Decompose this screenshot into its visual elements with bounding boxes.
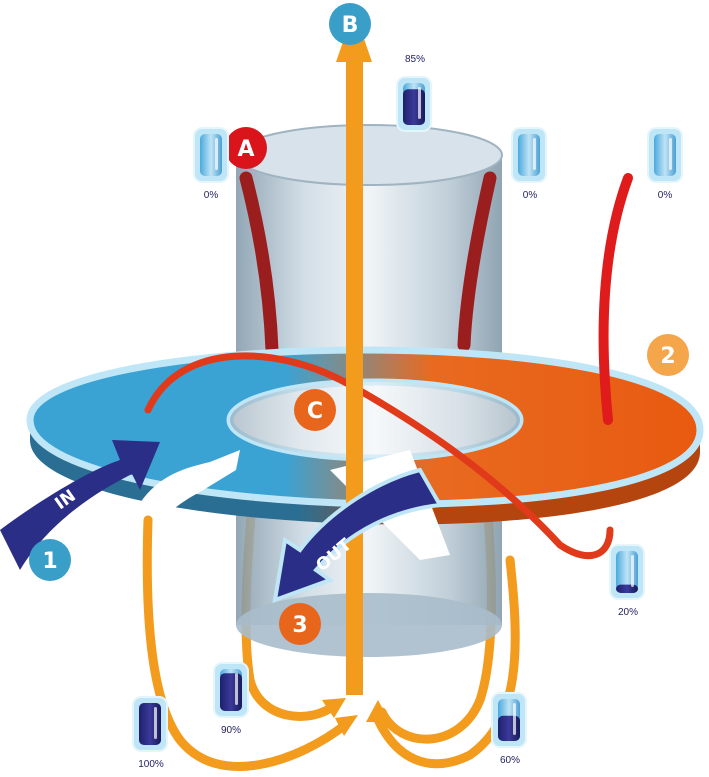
badge-b: B <box>329 3 371 45</box>
gauge-level <box>403 89 425 125</box>
gauge-label: 0% <box>523 190 538 201</box>
gauge-body <box>654 134 676 176</box>
gauge-label: 20% <box>618 607 638 618</box>
badge-3: 3 <box>279 603 321 645</box>
gauge-shine <box>631 555 634 587</box>
gauge-body <box>518 134 540 176</box>
svg-text:2: 2 <box>660 344 675 369</box>
gauge-level <box>498 715 520 741</box>
level-gauge: 0% <box>511 127 547 201</box>
gauge-shine <box>513 703 516 735</box>
gauge-label: 0% <box>204 190 219 201</box>
svg-text:C: C <box>307 399 323 424</box>
gauge-shine <box>154 707 157 739</box>
front-flow-lines <box>142 515 520 771</box>
svg-text:1: 1 <box>42 549 57 574</box>
level-gauge: 60% <box>491 692 527 766</box>
level-gauges: 85% 0% 0% 0% 20% 60% 90% 100% <box>132 54 683 770</box>
crossing-flow <box>144 352 614 560</box>
gauge-label: 100% <box>138 759 164 770</box>
gauge-shine <box>533 138 536 170</box>
gauge-label: 0% <box>658 190 673 201</box>
svg-text:B: B <box>342 13 359 38</box>
svg-text:A: A <box>237 137 254 162</box>
badge-1: 1 <box>29 539 71 581</box>
gauge-label: 60% <box>500 755 520 766</box>
gauge-shine <box>215 138 218 170</box>
gauge-body <box>200 134 222 176</box>
level-gauge: 20% <box>609 544 645 618</box>
gauge-shine <box>418 87 421 119</box>
level-gauge: 100% <box>132 696 168 770</box>
gauge-shine <box>235 673 238 705</box>
gauge-level <box>139 703 161 745</box>
level-gauge: 0% <box>647 127 683 201</box>
gauge-label: 90% <box>221 725 241 736</box>
svg-text:3: 3 <box>292 613 307 638</box>
level-gauge: 0% <box>193 127 229 201</box>
hot-inlet-flow <box>598 173 633 425</box>
badge-c: C <box>294 389 336 431</box>
badge-2: 2 <box>647 334 689 376</box>
level-gauge: 85% <box>396 54 432 132</box>
gauge-level <box>220 673 242 711</box>
gauge-shine <box>669 138 672 170</box>
heat-ring <box>26 346 704 560</box>
badge-a: A <box>225 127 267 169</box>
gauge-label: 85% <box>405 54 425 65</box>
gauge-level <box>616 584 638 593</box>
level-gauge: 90% <box>213 662 249 736</box>
inner-red-flows <box>239 171 497 357</box>
